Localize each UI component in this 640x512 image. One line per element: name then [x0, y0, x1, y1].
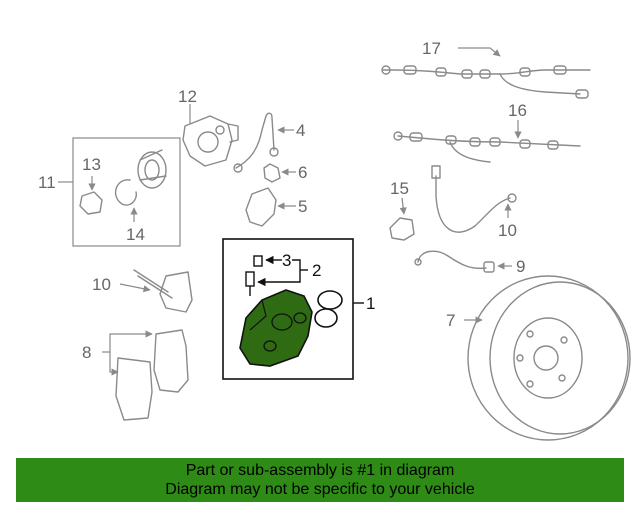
callout-11: 11	[38, 173, 56, 192]
callout-9: 9	[516, 257, 525, 276]
callout-10-clips: 10	[92, 275, 111, 294]
callout-6: 6	[298, 163, 307, 182]
pad-clips	[119, 269, 193, 313]
callout-5: 5	[298, 197, 307, 216]
callout-13: 13	[82, 155, 101, 174]
callout-2: 2	[312, 261, 321, 280]
clip	[263, 163, 296, 183]
callout-16: 16	[508, 101, 527, 120]
wear-sensor-wire-top	[381, 47, 591, 99]
caliper-group-box	[222, 238, 364, 380]
callout-8: 8	[82, 343, 91, 362]
callout-3: 3	[282, 251, 291, 270]
callout-14: 14	[126, 225, 145, 244]
callout-7: 7	[446, 311, 455, 330]
parts-diagram: 17 16 12 4 6 5	[38, 39, 631, 441]
info-banner: Part or sub-assembly is #1 in diagram Di…	[16, 458, 624, 502]
callout-12: 12	[178, 87, 197, 106]
pad-sensor-wire	[414, 250, 512, 273]
callout-15: 15	[390, 179, 409, 198]
wear-sensor-wire	[393, 120, 581, 163]
brake-hose	[431, 165, 517, 233]
banner-line-2: Diagram may not be specific to your vehi…	[165, 481, 475, 498]
brake-pads	[102, 329, 189, 421]
brake-line	[233, 112, 294, 173]
brake-rotor	[464, 275, 631, 441]
banner-line-1: Part or sub-assembly is #1 in diagram	[185, 462, 455, 479]
callout-1: 1	[366, 294, 375, 313]
bearing-group-box	[58, 137, 181, 247]
callout-17: 17	[422, 39, 441, 58]
bracket	[245, 187, 296, 227]
callout-4: 4	[296, 121, 305, 140]
callout-10-hose: 10	[498, 221, 517, 240]
speed-sensor	[389, 197, 415, 241]
hub-carrier	[182, 104, 239, 167]
brake-caliper-highlighted	[239, 289, 313, 367]
